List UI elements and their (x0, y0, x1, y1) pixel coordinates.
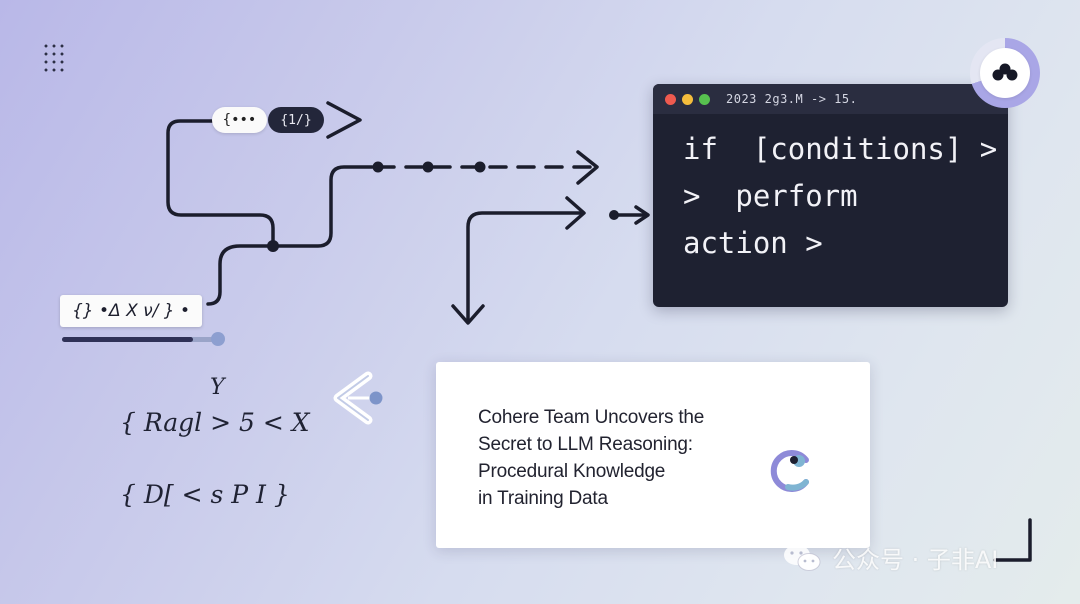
headline-card: Cohere Team Uncovers the Secret to LLM R… (436, 362, 870, 548)
terminal-line: if [conditions] > (683, 132, 998, 166)
connector-l-bend (466, 211, 582, 322)
code-chip-light: {••• (212, 107, 267, 133)
symbol-label-box: {} •Δ X ν/ } • (60, 295, 202, 327)
math-line-1: Y (210, 375, 225, 400)
chevron-left-icon (333, 371, 383, 425)
math-line-3: { D[ < s P I } (120, 480, 290, 509)
card-title-line: in Training Data (478, 488, 608, 509)
card-title-line: Cohere Team Uncovers the (478, 407, 705, 428)
progress-fill (62, 337, 193, 342)
terminal-line: > perform (683, 179, 858, 213)
terminal-line: action > (683, 226, 823, 260)
wechat-icon (784, 544, 821, 571)
card-title: Cohere Team Uncovers the Secret to LLM R… (478, 404, 704, 512)
math-line-2: { Ragl > 5 < X (120, 408, 310, 437)
terminal-body: if [conditions] > > perform action > (653, 114, 1008, 267)
watermark: 公众号 · 子非AI (782, 540, 998, 575)
cohere-c-logo-icon (770, 450, 809, 492)
connector-top-loop (166, 119, 275, 248)
dash-dot-3 (474, 161, 486, 173)
terminal-titlebar: 2023 2g3.M -> 15. (653, 84, 1008, 114)
watermark-text: 公众号 · 子非AI (832, 546, 999, 574)
corner-bracket (993, 518, 1032, 562)
card-title-line: Procedural Knowledge (478, 461, 666, 482)
card-title-line: Secret to LLM Reasoning: (478, 434, 693, 455)
close-dot-icon (665, 93, 676, 105)
maximize-dot-icon (699, 93, 710, 105)
terminal-title: 2023 2g3.M -> 15. (726, 92, 858, 106)
code-terminal-window: 2023 2g3.M -> 15. if [conditions] > > pe… (653, 84, 1008, 307)
junction-dot (267, 240, 279, 252)
dash-dot-2 (422, 161, 434, 173)
progress-track (62, 337, 214, 342)
dots-avatar-icon (980, 48, 1030, 98)
arrow-head-down (451, 304, 485, 325)
connector-junction-down (206, 244, 275, 306)
code-chip-dark: {1/} (268, 107, 324, 133)
terminal-in-dot (609, 210, 619, 220)
arrow-head-chip (326, 101, 362, 139)
minimize-dot-icon (682, 93, 693, 105)
arrow-head-right (565, 196, 586, 230)
connector-junction-right (271, 165, 374, 248)
arrow-head-terminal (634, 205, 650, 225)
progress-knob (211, 332, 225, 346)
arrow-head-top (576, 150, 599, 185)
dot-grid-decoration (42, 42, 68, 76)
dash-dot-1 (372, 161, 384, 173)
